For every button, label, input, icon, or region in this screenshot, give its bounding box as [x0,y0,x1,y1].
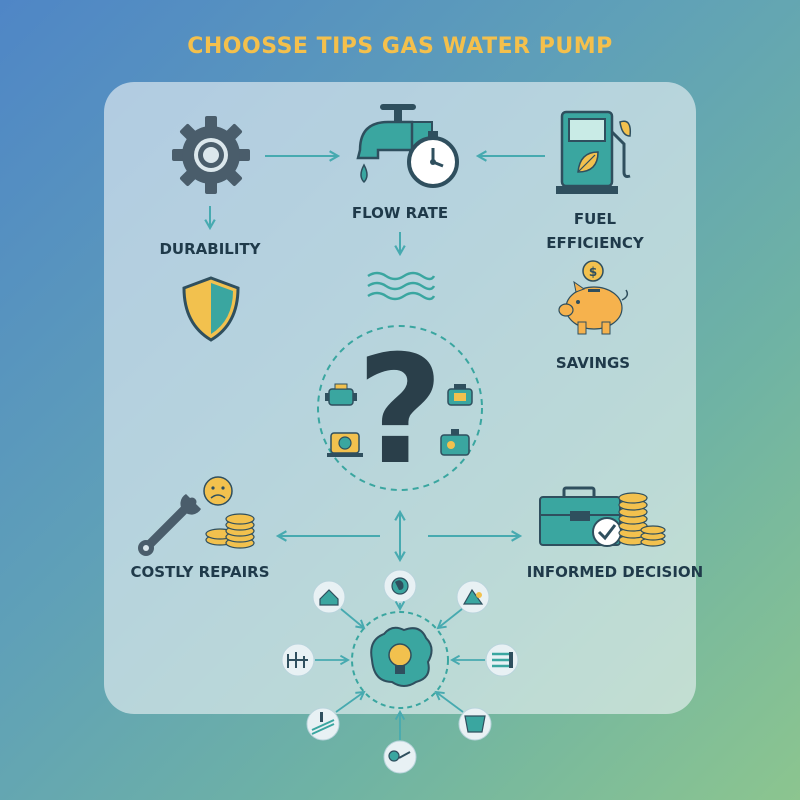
arrow-into-brain [434,690,464,713]
globe-icon [383,569,417,603]
arrow-into-brain [436,608,463,630]
brain-dashed-circle [351,611,449,709]
durability-label: DURABILITY [159,240,261,258]
piggy-bank-icon: $ [558,260,629,335]
arrow-into-brain [340,608,366,630]
sad-face-icon [203,476,233,506]
coins-stack-icon [205,513,255,549]
wrench-icon [138,494,201,556]
arrow-into-brain [335,690,366,713]
gear-icon [172,116,250,194]
field-sprinkler-icon [306,707,340,741]
central-dashed-circle [317,325,483,491]
brain-lightbulb-icon [370,626,433,687]
fuel-efficiency-label-line1: FUEL [573,210,617,228]
coins-stack-icon [618,492,666,547]
informed-decision-label: INFORMED DECISION [526,563,704,581]
shield-icon [182,276,240,342]
irrigation-frame-icon [281,643,315,677]
water-waves-icon [367,271,436,301]
house-icon [312,580,346,614]
pump-icon [327,432,363,457]
stopwatch-icon [407,131,459,188]
savings-label: SAVINGS [555,354,631,372]
fuel-efficiency-label-line2: EFFICIENCY [546,234,644,252]
pump-icon [447,384,473,406]
checkmark-icon [592,517,622,547]
drops-landscape-icon [456,580,490,614]
pump-icon [325,383,357,406]
svg-text:$: $ [589,265,597,279]
flow-rate-label: FLOW RATE [351,204,449,222]
page-title: CHOOSSE TIPS GAS WATER PUMP [187,34,613,59]
pipe-system-icon [485,643,519,677]
question-mark: ? [356,324,443,498]
water-tank-icon [458,707,492,741]
pump-station-icon [383,740,417,774]
pump-icon [440,429,470,456]
faucet-icon [356,104,433,184]
fuel-pump-icon [556,110,632,194]
costly-repairs-label: COSTLY REPAIRS [130,563,270,581]
